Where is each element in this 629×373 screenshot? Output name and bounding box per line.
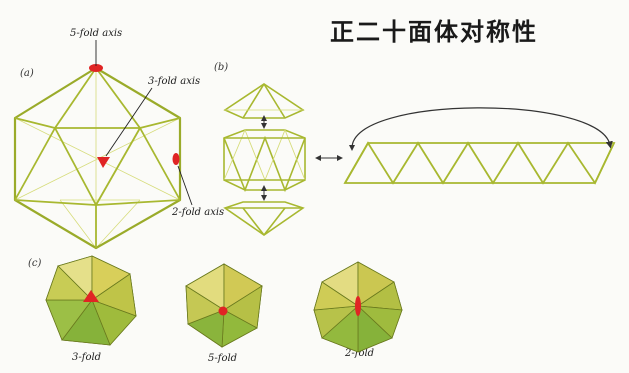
page-title: 正二十面体对称性 bbox=[330, 18, 538, 46]
five-fold-marker bbox=[89, 64, 103, 72]
panel-label-a: (a) bbox=[20, 68, 34, 79]
solid-view-two-fold bbox=[313, 261, 403, 353]
solid-view-three-fold bbox=[45, 255, 137, 346]
three-fold-view-label: 3-fold bbox=[72, 352, 102, 363]
icosahedron-wireframe bbox=[13, 66, 182, 250]
five-fold-view-marker bbox=[218, 306, 228, 316]
solid-view-five-fold bbox=[185, 263, 263, 348]
three-fold-axis-label: 3-fold axis bbox=[148, 76, 201, 87]
axis-pointer-lines bbox=[95, 40, 193, 206]
explode-arrows bbox=[261, 115, 343, 201]
two-fold-view-label: 2-fold bbox=[345, 348, 375, 359]
panel-label-c: (c) bbox=[28, 258, 42, 269]
two-fold-view-marker bbox=[355, 296, 361, 316]
three-fold-marker bbox=[97, 157, 110, 168]
panel-label-b: (b) bbox=[214, 62, 229, 73]
five-fold-axis-label: 5-fold axis bbox=[70, 28, 123, 39]
two-fold-marker bbox=[172, 153, 180, 165]
wrap-arrow bbox=[351, 107, 613, 149]
unrolled-strip bbox=[343, 141, 616, 185]
two-fold-axis-label: 2-fold axis bbox=[172, 207, 225, 218]
exploded-icosahedron bbox=[223, 83, 306, 236]
five-fold-view-label: 5-fold bbox=[208, 353, 238, 364]
three-fold-view-marker bbox=[83, 290, 99, 302]
